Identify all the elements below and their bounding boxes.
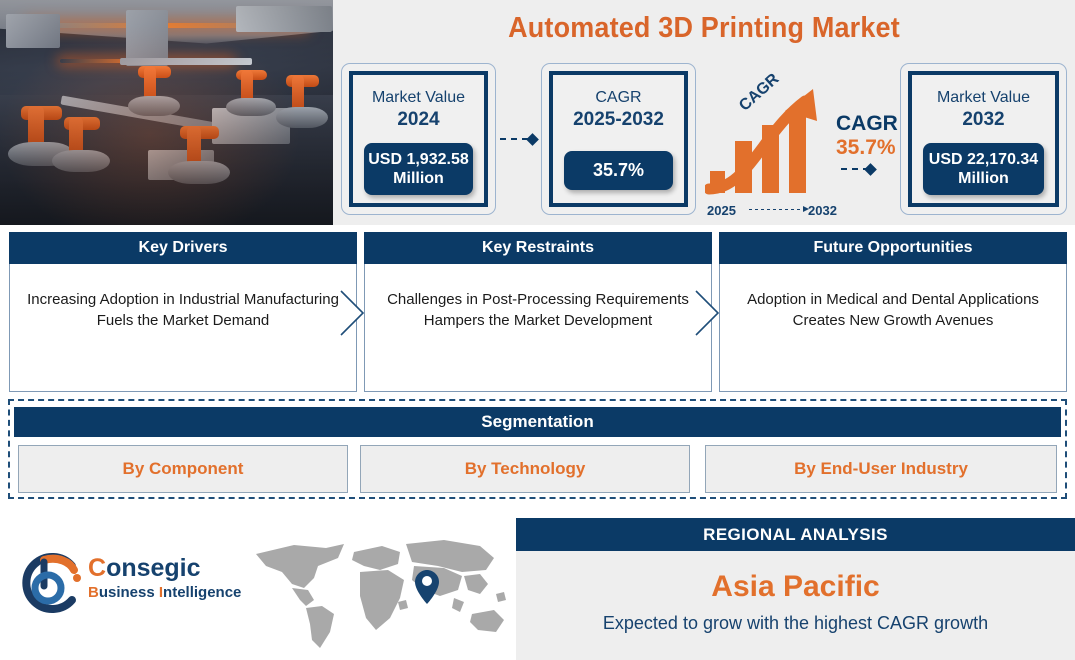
machine-block <box>6 14 60 48</box>
robot-arm <box>52 108 110 172</box>
logo-tagline-b: B <box>88 584 99 601</box>
stat-label-text: CAGR <box>595 89 642 106</box>
conveyor-rail <box>120 58 252 65</box>
stat-unit-text: Million <box>393 170 444 187</box>
logo-name: Consegic <box>88 554 201 583</box>
cagr-callout-label: CAGR <box>836 112 898 135</box>
chart-bar <box>789 111 806 193</box>
segment-by-technology[interactable]: By Technology <box>360 445 690 493</box>
connector-right <box>841 168 869 170</box>
hero-overlay <box>0 0 333 225</box>
world-map-icon <box>256 540 506 648</box>
hero-image-robotic-factory <box>0 0 333 225</box>
cagr-callout-value: 35.7% <box>836 136 896 159</box>
stat-year-text: 2024 <box>397 109 440 130</box>
panel-key-drivers: Key Drivers Increasing Adoption in Indus… <box>9 232 357 392</box>
stat-value-text: USD 22,170.34 <box>928 151 1039 168</box>
regional-analysis-body <box>516 551 1075 660</box>
chart-axis-start-label: 2025 <box>707 203 736 218</box>
page-title: Automated 3D Printing Market <box>508 12 900 44</box>
logo-tagline-ntelligence: ntelligence <box>163 584 242 601</box>
card-inner-border: CAGR 2025-2032 35.7% <box>549 71 688 207</box>
consegic-logo: Consegic Business Intelligence <box>14 548 244 616</box>
machine-block <box>236 6 332 32</box>
chart-bar <box>735 141 752 193</box>
logo-tagline-usiness: usiness <box>98 584 159 601</box>
cagr-growth-chart: CAGR 2025 2032 CAGR 35.7% <box>705 70 900 220</box>
regional-analysis-subtitle: Expected to grow with the highest CAGR g… <box>602 613 989 633</box>
stat-card-cagr: CAGR 2025-2032 35.7% <box>541 63 696 215</box>
chart-bar <box>762 125 779 193</box>
map-pin-icon <box>415 570 439 604</box>
panel-heading: Future Opportunities <box>719 232 1067 264</box>
logo-name-rest: onsegic <box>106 554 201 582</box>
chart-bar <box>710 171 725 193</box>
panel-body: Adoption in Medical and Dental Applicati… <box>747 291 1039 329</box>
panel-body: Challenges in Post-Processing Requiremen… <box>387 291 689 329</box>
card-inner-border: Market Value 2032 USD 22,170.34 Million <box>908 71 1059 207</box>
chart-axis-arrow <box>749 206 809 212</box>
segment-by-component[interactable]: By Component <box>18 445 348 493</box>
world-map <box>248 536 512 660</box>
panel-heading: Key Drivers <box>9 232 357 264</box>
chevron-connector-icon <box>340 290 365 336</box>
stat-card-label: Market Value 2024 <box>353 88 484 131</box>
connector-left <box>500 138 530 140</box>
stat-card-market-value-2024: Market Value 2024 USD 1,932.58 Million <box>341 63 496 215</box>
machine-block <box>126 10 168 66</box>
segment-by-end-user-industry[interactable]: By End-User Industry <box>705 445 1057 493</box>
panel-key-restraints: Key Restraints Challenges in Post-Proces… <box>364 232 712 392</box>
stat-card-label: Market Value 2032 <box>912 88 1055 131</box>
card-inner-border: Market Value 2024 USD 1,932.58 Million <box>349 71 488 207</box>
stat-card-market-value-2032: Market Value 2032 USD 22,170.34 Million <box>900 63 1067 215</box>
consegic-logo-mark-icon <box>22 553 81 613</box>
chevron-connector-icon <box>695 290 720 336</box>
logo-tagline: Business Intelligence <box>88 584 241 601</box>
stat-value-badge: USD 22,170.34 Million <box>923 143 1044 195</box>
robot-arm <box>226 62 276 116</box>
stat-card-label: CAGR 2025-2032 <box>553 88 684 131</box>
stat-value-badge: 35.7% <box>564 151 673 190</box>
stat-unit-text: Million <box>958 170 1009 187</box>
logo-tagline-i: I <box>158 584 164 601</box>
stat-label-text: Market Value <box>371 89 466 106</box>
panel-future-opportunities: Future Opportunities Adoption in Medical… <box>719 232 1067 392</box>
robot-arm <box>128 58 180 116</box>
robot-arm <box>168 116 230 184</box>
logo-name-accent: C <box>88 554 107 582</box>
stat-value-text: USD 1,932.58 <box>368 151 469 168</box>
stat-label-text: Market Value <box>936 89 1031 106</box>
stat-year-text: 2025-2032 <box>573 109 664 130</box>
stat-year-text: 2032 <box>962 109 1005 130</box>
segmentation-heading: Segmentation <box>14 407 1061 437</box>
panel-heading: Key Restraints <box>364 232 712 264</box>
robot-arm <box>276 66 328 128</box>
stat-value-badge: USD 1,932.58 Million <box>364 143 473 195</box>
stat-value-text: 35.7% <box>592 160 645 180</box>
panel-body: Increasing Adoption in Industrial Manufa… <box>27 291 339 329</box>
chart-axis-end-label: 2032 <box>808 203 837 218</box>
regional-analysis-heading: REGIONAL ANALYSIS <box>516 518 1075 551</box>
regional-analysis-region: Asia Pacific <box>711 570 880 603</box>
